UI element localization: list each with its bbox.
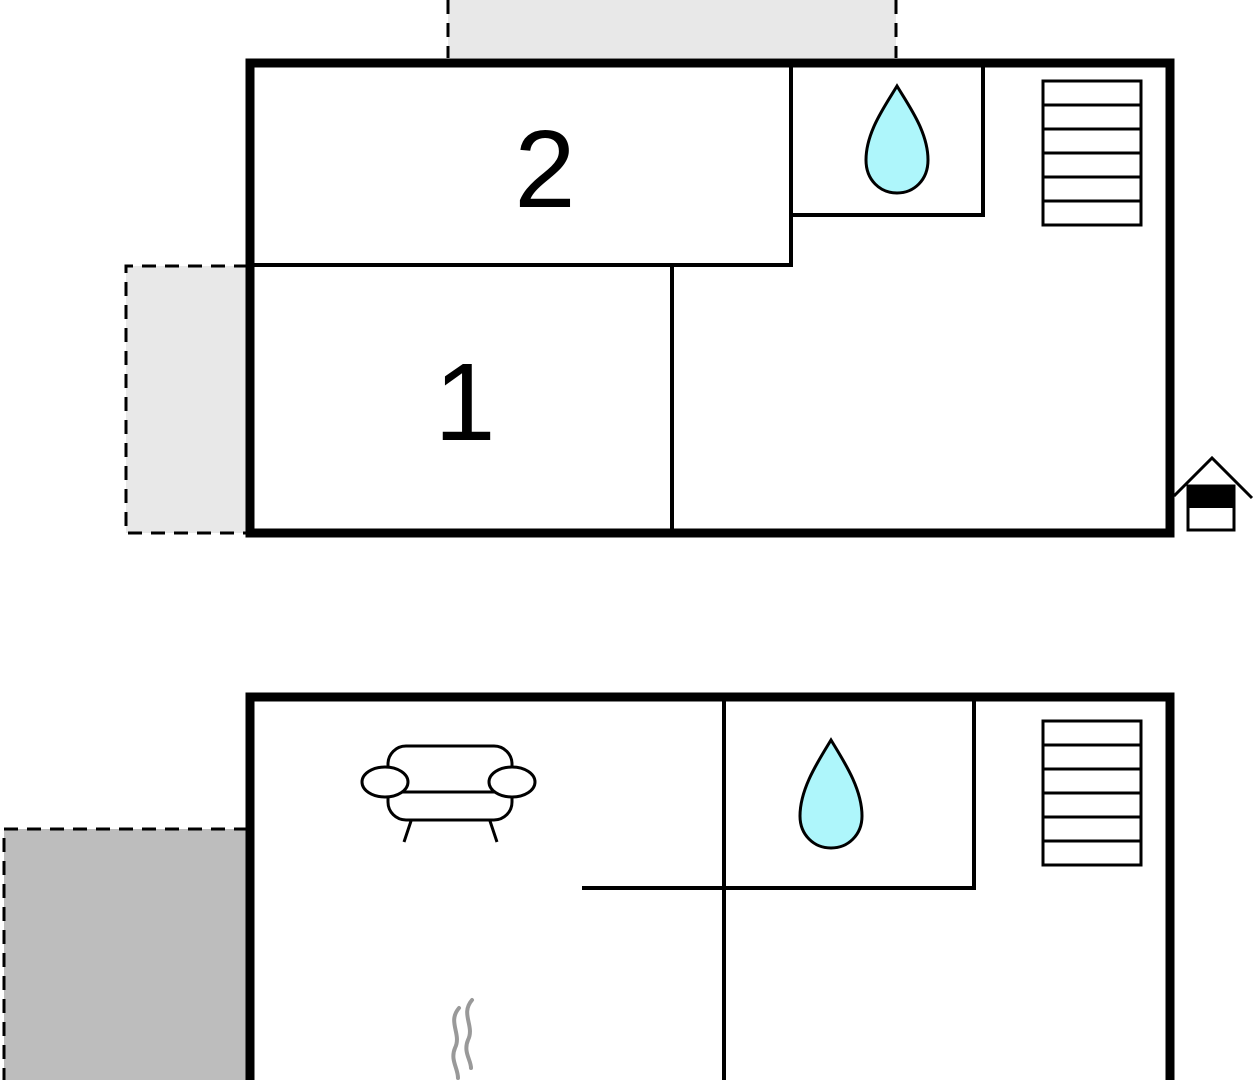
terrace-left (126, 266, 248, 533)
stairs-icon (1041, 79, 1143, 227)
upper-floor: 2 1 (124, 0, 1254, 538)
lower-bathroom-wall (582, 697, 976, 890)
upper-floor-outer-wall (245, 58, 1175, 538)
terrace-top-border (446, 0, 898, 58)
terrace-lower (4, 829, 248, 1080)
bathroom-wall (791, 63, 985, 217)
heating-icon (451, 998, 474, 1080)
room-2-wall (250, 63, 793, 267)
terrace-top (448, 0, 896, 58)
lower-floor (2, 692, 1175, 1080)
lower-floor-outer-wall (245, 692, 1175, 1080)
water-drop-icon (798, 737, 864, 850)
water-drop-icon (864, 83, 930, 195)
room-number-1: 1 (434, 341, 495, 464)
terrace-lower-border (2, 827, 248, 1080)
house-entrance-icon (1172, 455, 1254, 532)
stairs-icon (1041, 719, 1143, 867)
terrace-left-border (124, 264, 248, 535)
room-number-2: 2 (514, 108, 575, 231)
armchair-icon (360, 744, 537, 843)
